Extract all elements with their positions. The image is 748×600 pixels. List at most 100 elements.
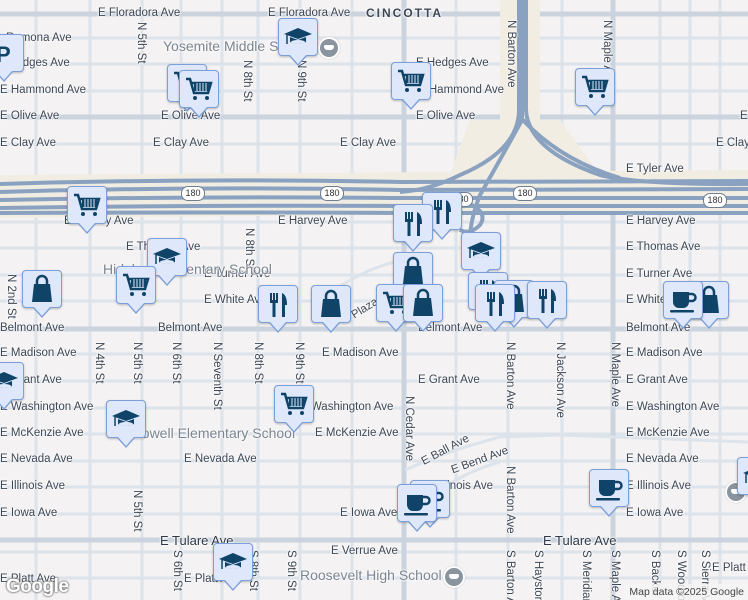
cafe-icon <box>596 480 623 501</box>
cafe-marker[interactable] <box>397 484 437 532</box>
restaurant-marker[interactable] <box>258 285 298 333</box>
street-label: E Iowa Ave <box>340 507 398 519</box>
grocery-icon <box>74 193 101 216</box>
shopping-icon <box>32 274 52 302</box>
street-label: E Turner Ave <box>626 268 693 280</box>
svg-text:P: P <box>0 42 11 67</box>
street-label-vertical: N 5th St <box>131 342 143 384</box>
neighborhood-label: CINCOTTA <box>366 6 444 20</box>
restaurant-marker[interactable] <box>527 281 567 329</box>
street-label-vertical: N 8th St <box>252 342 264 384</box>
restaurant-icon <box>405 212 422 236</box>
grocery-icon <box>398 69 425 92</box>
school-icon <box>0 372 18 388</box>
highway-shield-180: 180 <box>181 186 205 201</box>
street-label: Belmont Ave <box>158 322 223 334</box>
street-label: E Turner Ave <box>204 268 271 280</box>
street-label: Hedges Ave <box>8 57 70 69</box>
street-label: E Clay Ave <box>716 137 748 149</box>
grocery-marker[interactable] <box>179 70 219 118</box>
map-attribution[interactable]: Map data ©2025 Google <box>625 584 748 600</box>
street-label: E White Ave <box>204 294 267 306</box>
street-label: E Washington Ave <box>300 401 394 413</box>
highway-shield-180: 180 <box>320 186 344 201</box>
street-label: E Illinois Ave <box>626 480 691 492</box>
restaurant-icon <box>434 200 451 224</box>
street-label: E McKenzie Ave <box>0 427 84 439</box>
school-icon <box>743 470 748 483</box>
street-label: E Thomas Ave <box>626 241 701 253</box>
street-label: E Grant Ave <box>626 374 688 386</box>
street-label-vertical: N 5th St <box>131 490 143 532</box>
grocery-marker[interactable] <box>391 62 431 110</box>
school-marker[interactable] <box>737 457 748 495</box>
school-marker[interactable] <box>106 400 146 448</box>
street-label: Belmont Ave <box>0 322 65 334</box>
street-label: E Tyler Ave <box>626 163 684 175</box>
highway-shield-180: 180 <box>703 193 727 208</box>
street-label: E Olive Ave <box>416 110 476 122</box>
street-label: E Illinois Ave <box>428 480 493 492</box>
street-label-vertical: S Barton Ave <box>504 550 516 600</box>
street-label: E Nevada Ave <box>626 453 699 465</box>
street-label: E Olive Ave <box>0 110 60 122</box>
restaurant-icon <box>539 289 556 313</box>
grocery-icon <box>186 77 213 100</box>
street-label: E Iowa Ave <box>0 507 58 519</box>
place-label: Roosevelt High School <box>300 567 442 583</box>
school-marker[interactable] <box>461 232 501 280</box>
grocery-marker[interactable] <box>575 68 615 116</box>
street-label: E Harvey Ave <box>626 215 696 227</box>
shopping-icon <box>413 288 433 316</box>
school-marker[interactable] <box>213 543 253 591</box>
grocery-marker[interactable] <box>67 186 107 234</box>
cafe-marker[interactable] <box>663 281 703 329</box>
school-poi-icon[interactable] <box>318 37 340 59</box>
restaurant-marker[interactable] <box>475 284 515 332</box>
street-label-vertical: N Cedar Ave <box>403 396 415 461</box>
street-label-vertical: N 2nd St <box>5 274 17 319</box>
street-label: E Illinois Ave <box>0 480 65 492</box>
highway-shield-180: 180 <box>513 186 537 201</box>
cafe-marker[interactable] <box>589 469 629 517</box>
street-label: E Hedges Ave <box>416 57 489 69</box>
street-label: E Clay Ave <box>153 137 210 149</box>
street-label: E Clay Ave <box>340 137 397 149</box>
school-icon <box>153 248 181 264</box>
street-label: E Washington Ave <box>0 401 94 413</box>
grocery-marker[interactable] <box>116 266 156 314</box>
parking-marker[interactable]: P <box>0 34 24 82</box>
street-label: E Madison Ave <box>322 347 399 359</box>
grocery-icon <box>582 75 609 98</box>
street-label-vertical: N 8th St <box>241 60 253 102</box>
street-label: E White Ave <box>626 294 689 306</box>
shopping-marker[interactable] <box>403 284 443 332</box>
street-label: E McKenzie Ave <box>315 427 399 439</box>
street-label: E Clay Ave <box>0 137 57 149</box>
street-label-vertical: N 9th St <box>295 60 307 102</box>
grocery-marker[interactable] <box>274 385 314 433</box>
shopping-marker[interactable] <box>311 285 351 333</box>
street-label-vertical: N Jackson Ave <box>554 342 566 418</box>
street-label-major: E Tulare Ave <box>543 533 617 548</box>
street-label-vertical: N 6th St <box>170 342 182 384</box>
grocery-icon <box>281 392 308 415</box>
shopping-marker[interactable] <box>22 270 62 318</box>
grocery-icon <box>123 273 150 296</box>
parking-icon: P <box>0 42 11 67</box>
street-label: E Floradora Ave <box>98 7 181 19</box>
street-label: E Floradora Ave <box>268 7 351 19</box>
street-label-vertical: N 4th St <box>93 342 105 384</box>
school-marker[interactable] <box>0 362 24 410</box>
street-label-vertical: N Maple Ave <box>609 342 621 407</box>
street-label-vertical: N 9th St <box>293 342 305 384</box>
street-label: E Platt Ave <box>0 573 57 585</box>
restaurant-marker[interactable] <box>393 204 433 252</box>
street-label-vertical: N 5th St <box>135 22 147 64</box>
school-marker[interactable] <box>278 18 318 66</box>
street-label: E Grant Ave <box>418 374 480 386</box>
school-poi-icon[interactable] <box>443 566 465 588</box>
google-logo[interactable]: Google <box>6 576 69 597</box>
street-label-vertical: S 6th St <box>171 550 183 591</box>
